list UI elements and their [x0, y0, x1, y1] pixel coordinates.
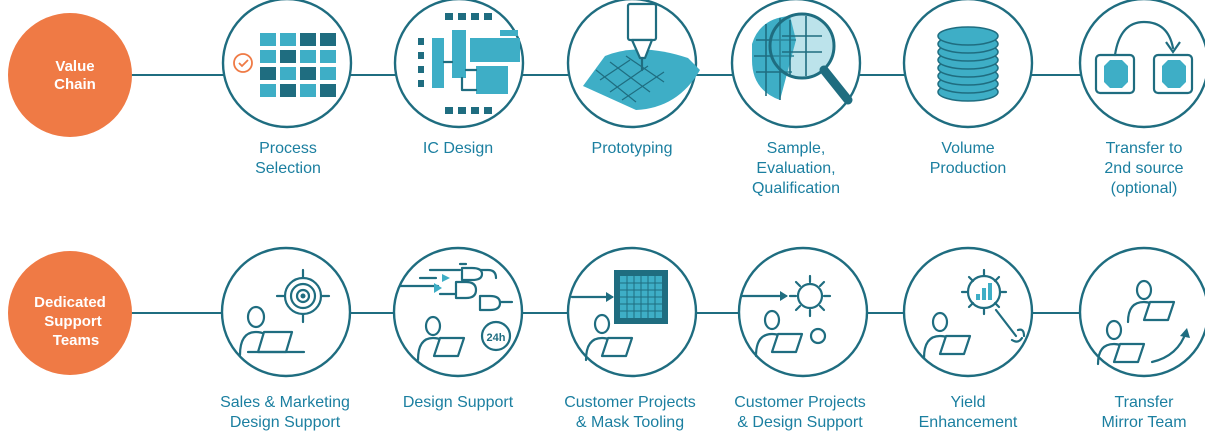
- clock-24h-label: 24h: [487, 332, 506, 344]
- gear-person-icon: [740, 274, 832, 358]
- caption-sample-2: Evaluation,: [756, 160, 835, 177]
- caption-volume-2: Production: [930, 160, 1007, 177]
- yield-gear-wrench-icon: [922, 268, 1026, 360]
- caption-sample-1: Sample,: [767, 140, 826, 157]
- step-yield-enhancement: [902, 246, 1034, 378]
- value-chain-badge: Value Chain: [8, 13, 132, 137]
- caption-sales-2: Design Support: [230, 414, 341, 431]
- caption-transfer-3: (optional): [1111, 180, 1178, 197]
- caption-mirror-2: Mirror Team: [1101, 414, 1186, 431]
- caption-volume-1: Volume: [941, 140, 994, 157]
- logic-gates-24h-icon: 24h: [398, 262, 514, 362]
- caption-transfer-2: 2nd source: [1104, 160, 1183, 177]
- step-sales-marketing-support: [220, 246, 352, 378]
- wafer-probe-icon: [583, 2, 700, 110]
- step-sample-evaluation: [730, 0, 862, 129]
- step-customer-projects-design: [737, 246, 869, 378]
- caption-cp-design-1: Customer Projects: [734, 394, 866, 411]
- support-teams-badge-line-1: Dedicated: [34, 294, 106, 311]
- caption-yield-2: Enhancement: [919, 414, 1018, 431]
- chip-layout-icon: [418, 13, 520, 114]
- value-chain-badge-line-1: Value: [55, 58, 94, 75]
- support-teams-badge: Dedicated Support Teams: [8, 251, 132, 375]
- caption-process-selection-1: Process: [259, 140, 317, 157]
- support-teams-badge-line-2: Support: [44, 313, 102, 330]
- step-process-selection: [221, 0, 353, 129]
- step-customer-projects-mask: [566, 246, 698, 378]
- step-transfer-mirror-team: [1078, 246, 1205, 378]
- step-transfer-second-source: [1078, 0, 1205, 129]
- process-grid-icon: [233, 33, 336, 97]
- target-person-icon: [238, 268, 331, 357]
- wafer-stack-icon: [937, 26, 999, 102]
- mask-person-icon: [570, 270, 668, 362]
- step-volume-production: [902, 0, 1034, 129]
- step-ic-design: [393, 0, 525, 129]
- caption-cp-design-2: & Design Support: [737, 414, 863, 431]
- step-prototyping: [566, 0, 700, 129]
- caption-process-selection-2: Selection: [255, 160, 321, 177]
- transfer-arrow-icon: [1094, 20, 1194, 95]
- caption-yield-1: Yield: [951, 394, 986, 411]
- magnifier-wafer-icon: [752, 12, 853, 105]
- caption-sales-1: Sales & Marketing: [220, 394, 350, 411]
- value-chain-badge-line-2: Chain: [54, 76, 96, 93]
- caption-mask-1: Customer Projects: [564, 394, 696, 411]
- caption-transfer-1: Transfer to: [1106, 140, 1183, 157]
- caption-design-support: Design Support: [403, 394, 514, 411]
- caption-mask-2: & Mask Tooling: [576, 414, 684, 431]
- caption-ic-design: IC Design: [423, 140, 493, 157]
- caption-sample-3: Qualification: [752, 180, 840, 197]
- mirror-team-icon: [1096, 279, 1190, 366]
- step-design-support: 24h: [392, 246, 524, 378]
- caption-prototyping: Prototyping: [592, 140, 673, 157]
- support-teams-badge-line-3: Teams: [53, 332, 99, 349]
- caption-mirror-1: Transfer: [1115, 394, 1175, 411]
